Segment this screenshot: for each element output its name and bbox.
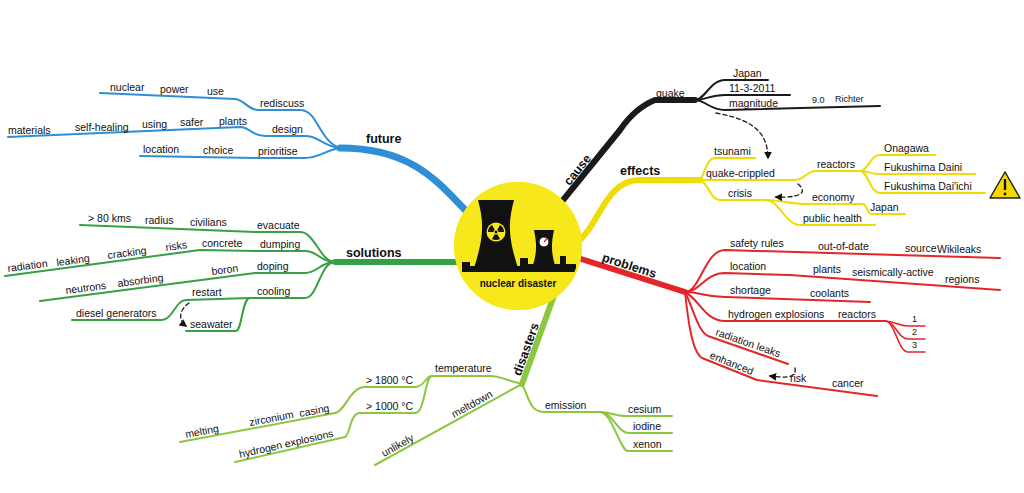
branch-word: source [905,243,937,254]
cause-branch [555,80,880,210]
branch-word: materials [8,125,51,136]
hub-circle: nuclear disaster [454,182,582,310]
branch-word: dumping [260,239,300,250]
branch-word: location [730,261,766,272]
branch-title: cause [562,153,594,188]
branch-word: cracking [106,245,146,261]
branch-word: nuclear [110,82,144,93]
branch-word: 9.0 [812,96,825,105]
branch-word: seawater [190,319,233,330]
branch-word: casing [298,402,330,418]
branch-word: hydrogen explosions [728,309,824,320]
branch-word: neutrons [64,280,106,296]
branch-word: civilians [190,217,227,228]
branch-word: zirconium [248,409,294,428]
branch-word: Richter [835,95,864,104]
branch-word: public health [803,213,862,224]
branch-word: self-healing [75,122,129,133]
branch-word: restart [192,287,222,298]
branch-word: xenon [633,439,662,450]
branch-word: safer [180,117,203,128]
branch-word: Fukushima Dai'ichi [884,181,972,192]
branch-word: using [142,119,167,130]
branch-title: future [366,133,401,146]
branch-word: tsunami [714,146,751,157]
branch-word: reactors [838,309,876,320]
branch-word: enhanced [708,349,755,376]
branch-word: regions [945,274,979,285]
branch-word: unlikely [379,432,415,458]
branch-word: Fukushima Daini [884,162,962,173]
branch-word: reactors [817,159,855,170]
branch-word: risk [790,373,806,384]
branch-word: 2 [912,328,917,337]
branch-word: cancer [832,378,864,389]
nuclear-plant-illustration [454,182,582,310]
branch-word: risks [164,239,187,252]
warning-sign [990,172,1020,198]
branch-word: prioritise [258,146,298,157]
branch-word: quake-crippled [706,168,775,179]
dashed-arrow [776,184,802,197]
branch-word: emission [545,400,586,411]
branch-word: > 1800 °C [366,375,413,386]
branch-word: out-of-date [818,241,869,252]
branch-word: choice [203,145,233,156]
branch-word: temperature [435,363,492,374]
dashed-arrow [181,303,189,326]
hub-title: nuclear disaster [480,278,557,290]
branch-word: absorbing [116,273,163,289]
branch-word: 1 [912,315,917,324]
effects-branch [575,155,985,245]
branch-word: economy [812,192,855,203]
branch-word: coolants [810,288,849,299]
branch-word: evacuate [257,220,300,231]
branch-word: > 1000 °C [366,401,413,412]
branch-word: Onagawa [884,143,929,154]
branch-word: diesel generators [76,308,157,319]
branch-word: 11-3-2011 [729,83,775,94]
branch-word: plants [219,116,247,127]
branch-title: disasters [511,322,542,378]
branch-word: Japan [733,68,762,79]
branch-word: 3 [912,341,917,350]
branch-word: magnitude [729,98,778,109]
branch-word: doping [257,261,289,272]
branch-word: use [207,86,224,97]
branch-word: crisis [728,188,752,199]
branch-title: solutions [346,247,402,260]
solutions-branch [5,225,462,331]
branch-word: > 80 kms [88,213,131,224]
branch-title: problems [600,252,657,281]
disasters-branch [180,290,672,465]
branch-word: plants [813,264,841,275]
branch-word: rediscuss [260,98,304,109]
branch-word: safety rules [730,238,784,249]
branch-word: cooling [257,286,290,297]
future-branch [8,93,470,215]
problems-branch [578,250,1000,396]
branch-word: melting [184,423,219,440]
branch-word: concrete [202,238,242,249]
branch-word: Japan [870,202,899,213]
branch-word: cesium [628,404,661,415]
branch-word: radius [145,215,174,226]
branch-word: boron [210,263,238,277]
branch-word: Wikileaks [937,244,981,255]
branch-title: effects [620,165,660,178]
branch-word: design [272,124,303,135]
branch-word: meltdown [449,389,493,420]
branch-word: seismically-active [852,267,934,278]
branch-word: shortage [730,285,771,296]
branch-word: quake [656,88,685,99]
hub-circle-outline [454,182,582,310]
branch-word: radiation [6,258,47,274]
branch-word: power [160,84,189,95]
branch-word: iodine [633,421,661,432]
branch-word: leaking [55,252,89,267]
branch-word: hydrogen explosions [238,428,334,460]
branch-word: location [143,144,179,155]
